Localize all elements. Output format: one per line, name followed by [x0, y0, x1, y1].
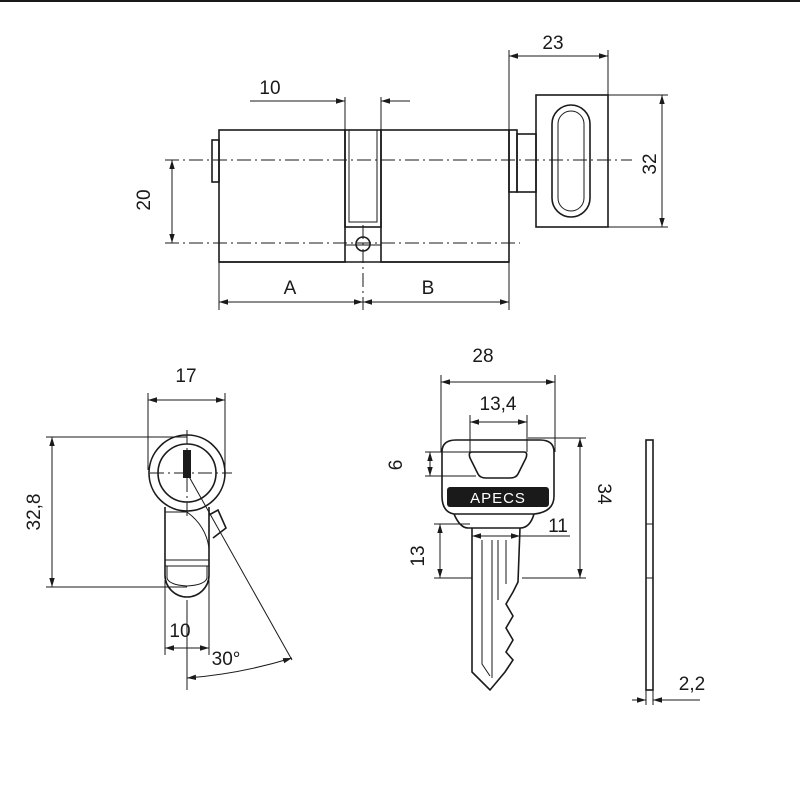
dim-label: 32,8	[24, 494, 45, 531]
dim-label: 6	[386, 460, 407, 471]
cylinder-side-view	[165, 94, 632, 310]
dim-label: 10	[169, 621, 190, 642]
cylinder-profile-view	[148, 430, 293, 661]
dim-label: A	[284, 278, 297, 299]
dimension-key-head-offset: 6	[386, 451, 476, 477]
dimension-knob-length: 23	[508, 33, 609, 130]
dimension-key-blade-height: 13	[408, 523, 472, 579]
dimension-profile-cam-width: 10	[164, 580, 210, 655]
dim-label: 32	[640, 153, 661, 174]
dim-label: 2,2	[679, 674, 705, 695]
dimension-profile-width: 17	[147, 366, 226, 470]
dim-label: 10	[259, 78, 280, 99]
dim-label: 11	[548, 516, 568, 537]
dimension-center-height: 20	[134, 160, 175, 243]
dim-label: 28	[472, 346, 493, 367]
key-thickness-view: 2,2	[632, 439, 705, 705]
dim-label: 20	[134, 189, 155, 210]
brand-logo: APECS	[470, 490, 526, 507]
dimension-profile-angle: 30°	[186, 600, 293, 690]
dimension-profile-height: 32,8	[24, 436, 187, 588]
brand-badge	[447, 487, 549, 507]
dim-label: 17	[175, 366, 196, 387]
dimension-key-width: 28	[440, 346, 556, 452]
dim-label: B	[422, 278, 435, 299]
dim-label: 30°	[212, 649, 241, 670]
dim-label: 23	[542, 33, 563, 54]
dimension-knob-height: 32	[608, 94, 668, 228]
dimension-slot-width: 10	[250, 78, 410, 130]
dimension-key-inner-width: 13,4	[469, 394, 528, 452]
dim-label: 13,4	[480, 394, 517, 415]
dimension-key-length: 34	[522, 437, 614, 579]
dim-label: 13	[408, 545, 429, 566]
key-drawing: APECS	[441, 439, 555, 692]
dimension-key-blade-width: 11	[472, 516, 570, 539]
dimension-a-b: A B	[218, 262, 510, 310]
dim-label: 34	[593, 483, 614, 505]
